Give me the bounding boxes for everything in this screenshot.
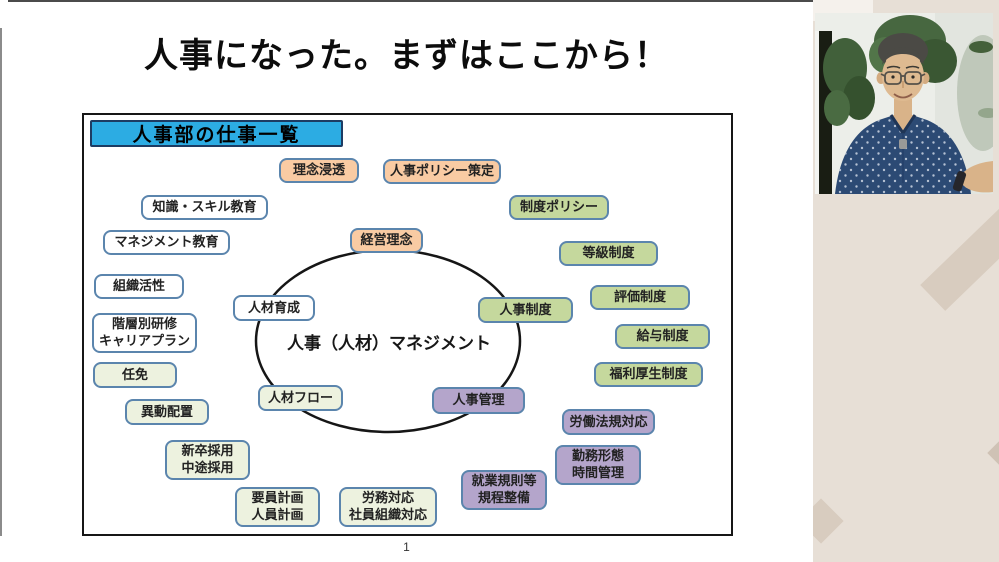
glasses [880, 71, 926, 85]
diagram-node-jinji-seido: 人事制度 [478, 297, 573, 323]
diagram-node-kinmu-keitai: 勤務形態時間管理 [555, 445, 641, 485]
slide-frame-top-divider [8, 0, 813, 2]
presenter-webcam-video [815, 13, 993, 194]
diagram-heading: 人事部の仕事一覧 [90, 120, 343, 147]
page-number: 1 [403, 540, 410, 554]
decor-diamond [813, 498, 844, 544]
presenter-figure [835, 33, 993, 194]
diagram-node-hyoka-seido: 評価制度 [590, 285, 690, 310]
door-edge [815, 31, 819, 194]
diagram-node-shugyo-kisoku: 就業規則等規程整備 [461, 470, 547, 510]
slide-title: 人事になった。まずはここから！ [144, 37, 669, 75]
decor-diagonal-band [920, 207, 999, 311]
wrist-watch [952, 171, 967, 192]
diagram-node-tokyu-seido: 等級制度 [559, 241, 658, 266]
diagram-center-label: 人事（人材）マネジメント [287, 334, 491, 353]
plant-left [823, 38, 875, 126]
diagram-node-jinzai-flow: 人材フロー [258, 385, 343, 411]
diagram-node-management-kyoiku: マネジメント教育 [103, 230, 230, 255]
slide-frame-left-divider [0, 28, 2, 536]
diagram-node-romu-taio: 労務対応社員組織対応 [339, 487, 437, 527]
diagram-node-seido-policy: 制度ポリシー [509, 195, 609, 220]
side-panel [813, 0, 999, 562]
diagram-node-kyuyo-seido: 給与制度 [615, 324, 710, 349]
diagram-node-yoin-keikaku: 要員計画人員計画 [235, 487, 320, 527]
forearm [959, 161, 993, 193]
diagram-node-chishiki-skill-kyoiku: 知識・スキル教育 [141, 195, 268, 220]
diagram-node-shinsotsu-saiyo: 新卒採用中途採用 [165, 440, 250, 480]
lavalier-mic [899, 139, 907, 149]
decor-edge-diamond [987, 440, 999, 466]
diagram-node-jinji-policy-sakutei: 人事ポリシー策定 [383, 159, 501, 184]
diagram-node-rinen-shinto: 理念浸透 [279, 158, 359, 183]
diagram-node-rodo-hoki-taio: 労働法規対応 [562, 409, 655, 435]
diagram-node-fukuri-kosei-seido: 福利厚生制度 [594, 362, 703, 387]
diagram-node-kaisobetsu-kenshu: 階層別研修キャリアプラン [92, 313, 197, 353]
diagram-node-soshiki-kassei: 組織活性 [94, 274, 184, 299]
diagram-node-keiei-rinen: 経営理念 [350, 228, 423, 253]
diagram-node-ninmen: 任免 [93, 362, 177, 388]
slide: 人事になった。まずはここから！ 人事部の仕事一覧 人事（人材）マネジメント 理念… [0, 0, 813, 562]
diagram-node-jinji-kanri: 人事管理 [432, 387, 525, 414]
plant-right-blurred [957, 35, 993, 151]
diagram-node-ido-haichi: 異動配置 [125, 399, 209, 425]
diagram-node-jinzai-ikusei: 人材育成 [233, 295, 315, 321]
